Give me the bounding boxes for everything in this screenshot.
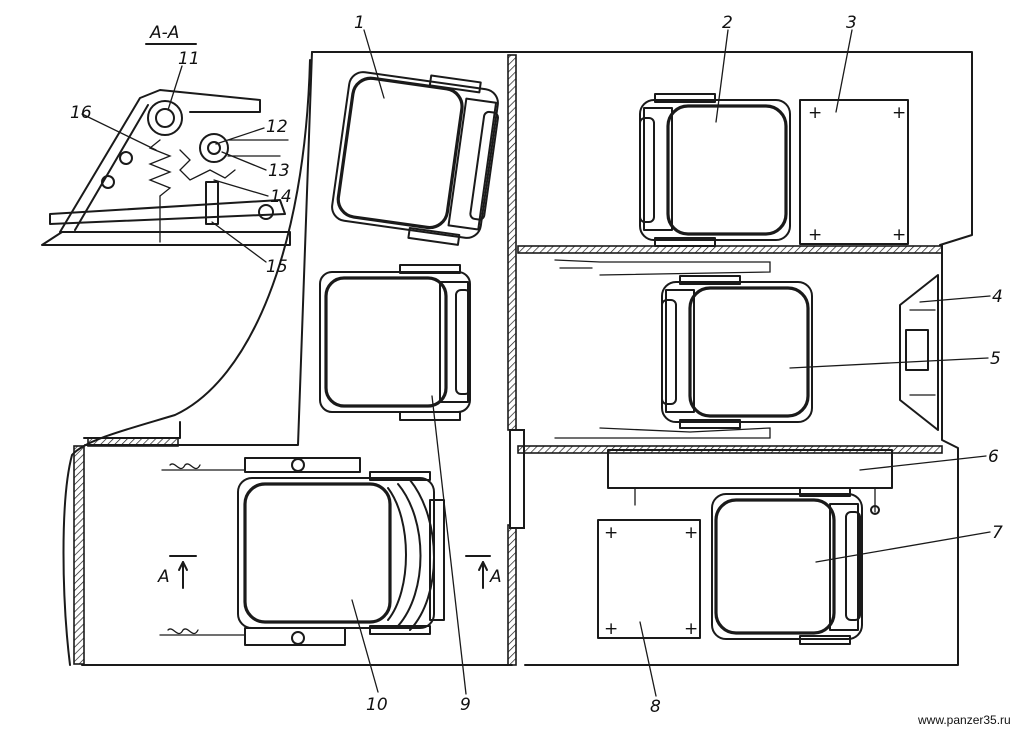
svg-text:+: + (604, 619, 618, 639)
svg-text:+: + (684, 619, 698, 639)
seat-9 (319, 264, 471, 421)
callout-10: 10 (366, 695, 388, 715)
callout-2: 2 (722, 13, 733, 33)
callout-14: 14 (270, 187, 292, 207)
callout-12: 12 (266, 117, 288, 137)
section-a-a-inset (41, 43, 291, 246)
box-8: + + + + (597, 519, 701, 639)
partition-upper (517, 245, 943, 276)
item-4-device (899, 274, 939, 431)
section-marker-left (169, 555, 197, 589)
callout-5: 5 (990, 349, 1001, 369)
section-marker-right (465, 555, 491, 589)
callout-15: 15 (266, 257, 288, 277)
callout-1: 1 (354, 13, 365, 33)
svg-text:+: + (892, 103, 906, 123)
svg-text:+: + (604, 523, 618, 543)
seat-5 (661, 275, 813, 429)
callout-11: 11 (178, 49, 200, 69)
svg-text:+: + (684, 523, 698, 543)
callout-7: 7 (992, 523, 1003, 543)
section-mark-right: A (489, 567, 502, 587)
box-3: + + + + (799, 99, 909, 245)
leader-lines (81, 29, 991, 697)
callout-16: 16 (70, 103, 92, 123)
callout-13: 13 (268, 161, 290, 181)
section-mark-left: A (157, 567, 170, 587)
seat-1 (331, 71, 499, 246)
callout-4: 4 (992, 287, 1003, 307)
central-bulkhead (507, 54, 525, 666)
seat-10 (159, 457, 445, 646)
callout-3: 3 (846, 13, 857, 33)
watermark: www.panzer35.ru (917, 713, 1011, 727)
callout-8: 8 (650, 697, 661, 717)
item-6-shelf (607, 449, 893, 515)
section-title: A-A (149, 23, 179, 43)
svg-text:+: + (808, 103, 822, 123)
callout-9: 9 (460, 695, 471, 715)
callout-6: 6 (988, 447, 999, 467)
seat-2 (639, 93, 791, 247)
seat-7 (711, 487, 863, 645)
svg-text:+: + (892, 225, 906, 245)
svg-text:+: + (808, 225, 822, 245)
